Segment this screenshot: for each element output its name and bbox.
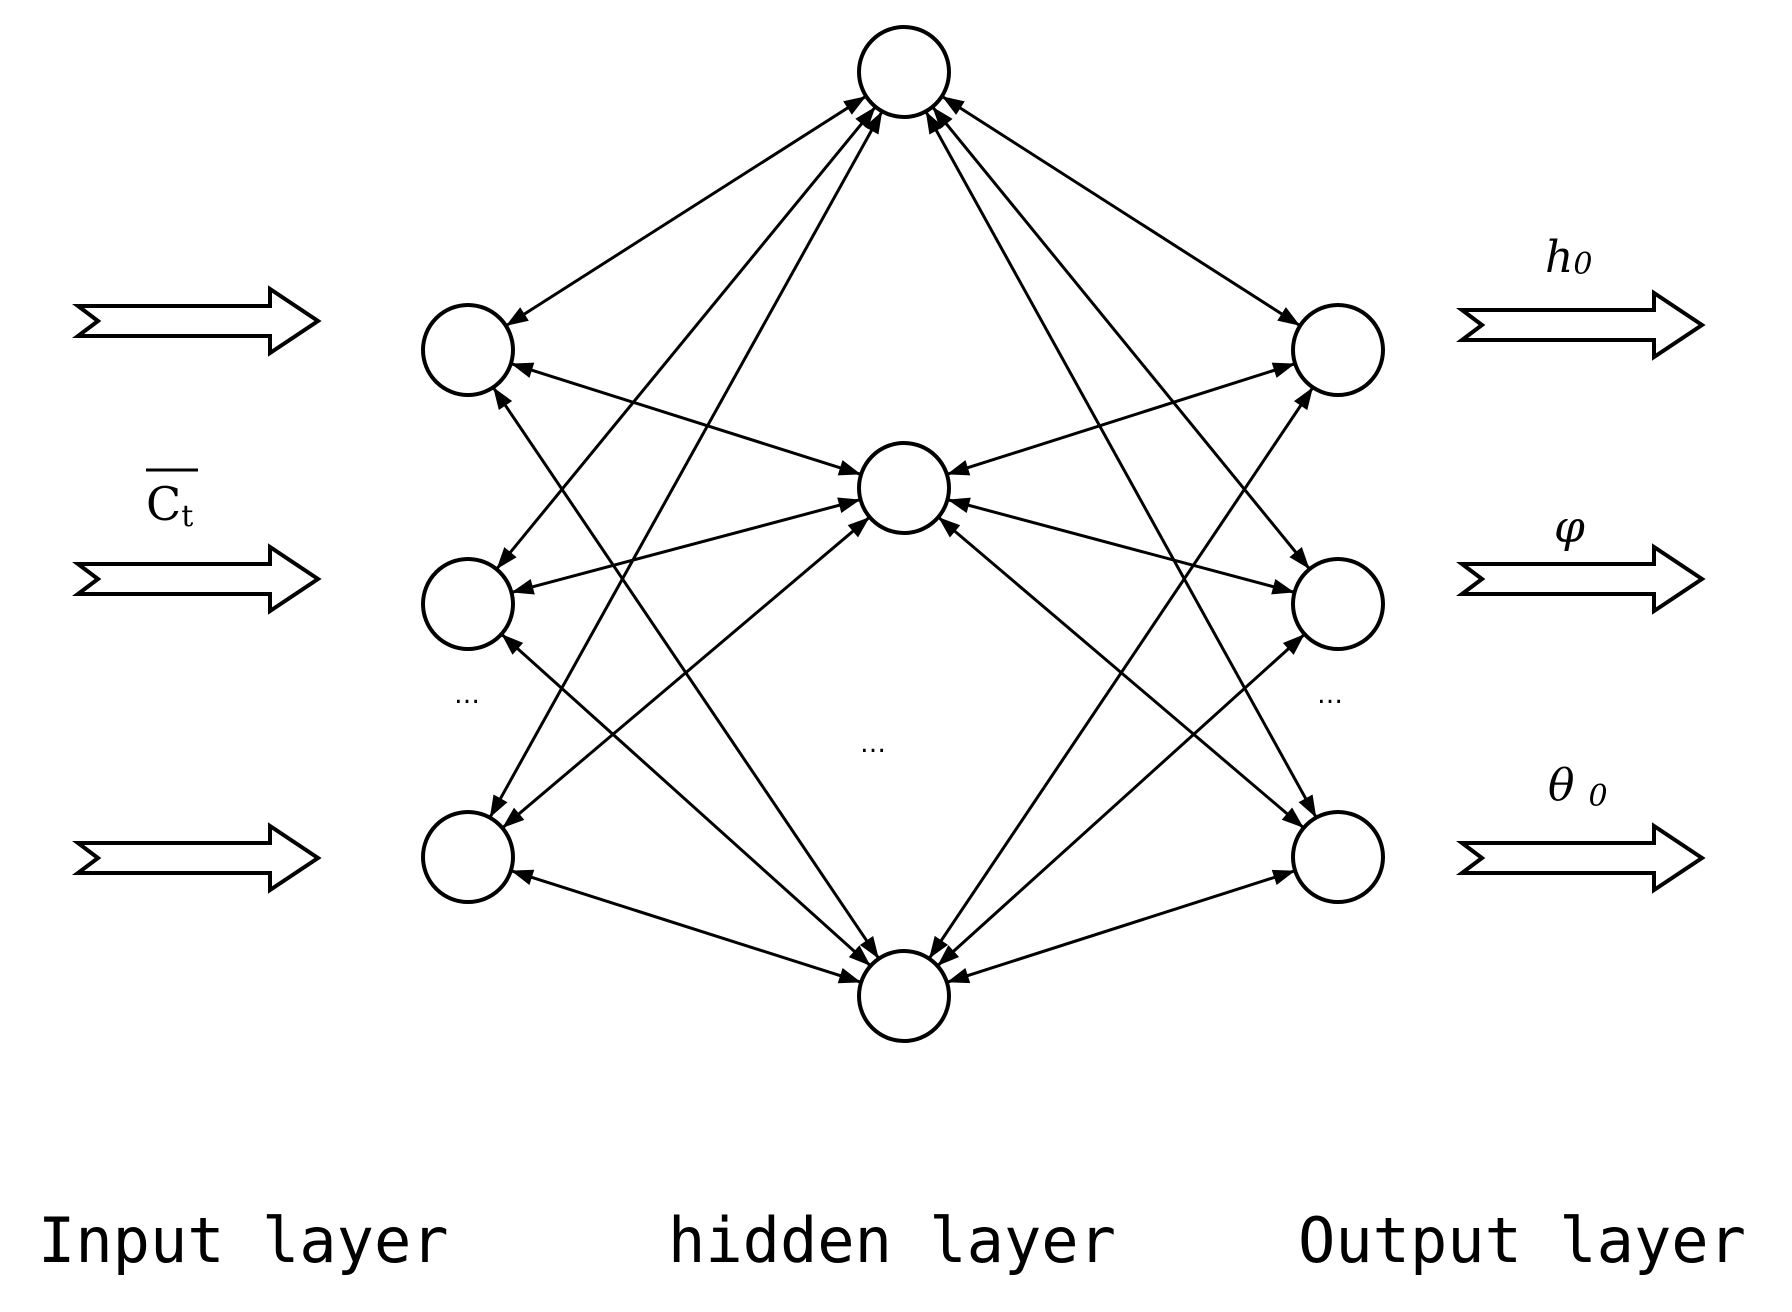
output-arrow-3: [1456, 822, 1706, 894]
output-arrow-1: [1456, 289, 1706, 361]
hidden-node-1: [857, 25, 951, 119]
hidden-ellipsis: …: [860, 729, 886, 759]
input-layer-label: Input layer: [38, 1204, 449, 1277]
edge-input1-hidden1: [505, 94, 867, 328]
edge-input2-hidden1-head-end: [855, 106, 876, 129]
input-arrow-3: [72, 822, 322, 894]
edge-hidden3-output2-head-end: [1282, 634, 1305, 655]
output-label-phi: φ: [1554, 502, 1585, 553]
edge-hidden2-output1-head-start: [946, 460, 971, 476]
edge-hidden2-output3-head-start: [938, 517, 961, 538]
edge-input2-hidden2-head-start: [511, 579, 535, 595]
edge-hidden3-output3-head-end: [1271, 869, 1296, 886]
input-node-2: [421, 557, 515, 651]
edge-hidden2-output1: [946, 362, 1296, 476]
edge-input2-hidden2: [511, 498, 861, 594]
output-layer-label: Output layer: [1298, 1204, 1746, 1277]
edge-input1-hidden1-head-end: [843, 96, 867, 115]
input-variable-text: Ct: [146, 477, 193, 534]
edge-hidden2-output2-head-end: [1271, 578, 1295, 595]
edge-input2-hidden2-head-end: [837, 497, 861, 513]
edge-hidden3-output1-head-end: [1293, 387, 1313, 411]
edge-input3-hidden2: [501, 515, 871, 830]
edge-input1-hidden3-head-start: [493, 387, 513, 411]
edge-input3-hidden3-head-end: [837, 968, 862, 984]
edge-hidden2-output2: [947, 498, 1295, 594]
edge-hidden2-output3-head-end: [1281, 807, 1304, 828]
edge-input1-hidden3-head-end: [859, 935, 879, 959]
edge-input3-hidden1: [488, 110, 884, 819]
input-arrow-2: [72, 543, 322, 615]
edge-input1-hidden2-head-start: [510, 362, 535, 378]
output-node-1: [1291, 303, 1385, 397]
input-variable-label: Ct: [146, 468, 198, 534]
edge-input1-hidden2-head-end: [837, 460, 862, 476]
edge-input2-hidden3: [500, 632, 872, 968]
edge-hidden3-output1-head-start: [929, 935, 949, 959]
edge-input3-hidden2-head-end: [847, 517, 870, 538]
edge-hidden1-output3-head-start: [925, 111, 944, 135]
edge-hidden3-output1: [927, 386, 1315, 960]
edge-hidden1-output1: [941, 95, 1301, 327]
edge-input1-hidden2: [510, 362, 862, 476]
input-node-3: [421, 810, 515, 904]
edge-input3-hidden1-head-start: [489, 794, 508, 818]
edge-input2-hidden3-head-start: [501, 634, 524, 655]
edge-hidden3-output2: [936, 633, 1306, 967]
hidden-layer-label: hidden layer: [668, 1204, 1116, 1277]
edge-hidden2-output2-head-start: [947, 497, 971, 514]
edge-hidden1-output1-head-start: [941, 96, 965, 115]
edge-input3-hidden1-head-end: [864, 111, 883, 135]
output-ellipsis: …: [1317, 680, 1343, 710]
edge-hidden1-output3: [924, 110, 1318, 819]
input-arrows: [72, 285, 322, 894]
edge-hidden3-output3: [946, 869, 1296, 984]
edge-input2-hidden1: [495, 105, 877, 571]
edge-hidden2-output1-head-end: [1271, 362, 1296, 378]
edge-hidden3-output2-head-start: [937, 945, 960, 966]
connection-edges: [488, 94, 1318, 984]
edge-hidden1-output2-head-end: [1289, 547, 1310, 570]
edge-hidden3-output3-head-start: [946, 967, 971, 984]
edge-hidden1-output2-head-start: [932, 106, 953, 129]
output-arrow-2: [1456, 543, 1706, 615]
edge-hidden1-output3-head-end: [1298, 794, 1317, 818]
input-node-1: [421, 303, 515, 397]
output-node-3: [1291, 810, 1385, 904]
output-arrows: [1456, 289, 1706, 894]
network-nodes: [421, 25, 1385, 1043]
hidden-node-2: [857, 441, 951, 535]
edge-hidden1-output1-head-end: [1277, 307, 1301, 326]
output-label-h0: h0: [1545, 232, 1592, 283]
output-node-2: [1291, 557, 1385, 651]
input-ellipsis: …: [454, 680, 480, 710]
edge-input3-hidden3: [510, 869, 862, 984]
edge-input2-hidden3-head-end: [848, 945, 871, 966]
edge-hidden1-output2: [931, 105, 1311, 571]
edge-input2-hidden1-head-start: [496, 547, 517, 570]
hidden-node-3: [857, 949, 951, 1043]
edge-input3-hidden3-head-start: [510, 869, 535, 885]
edge-input3-hidden2-head-start: [502, 807, 525, 828]
edge-input1-hidden1-head-start: [505, 307, 529, 326]
input-arrow-1: [72, 285, 322, 357]
